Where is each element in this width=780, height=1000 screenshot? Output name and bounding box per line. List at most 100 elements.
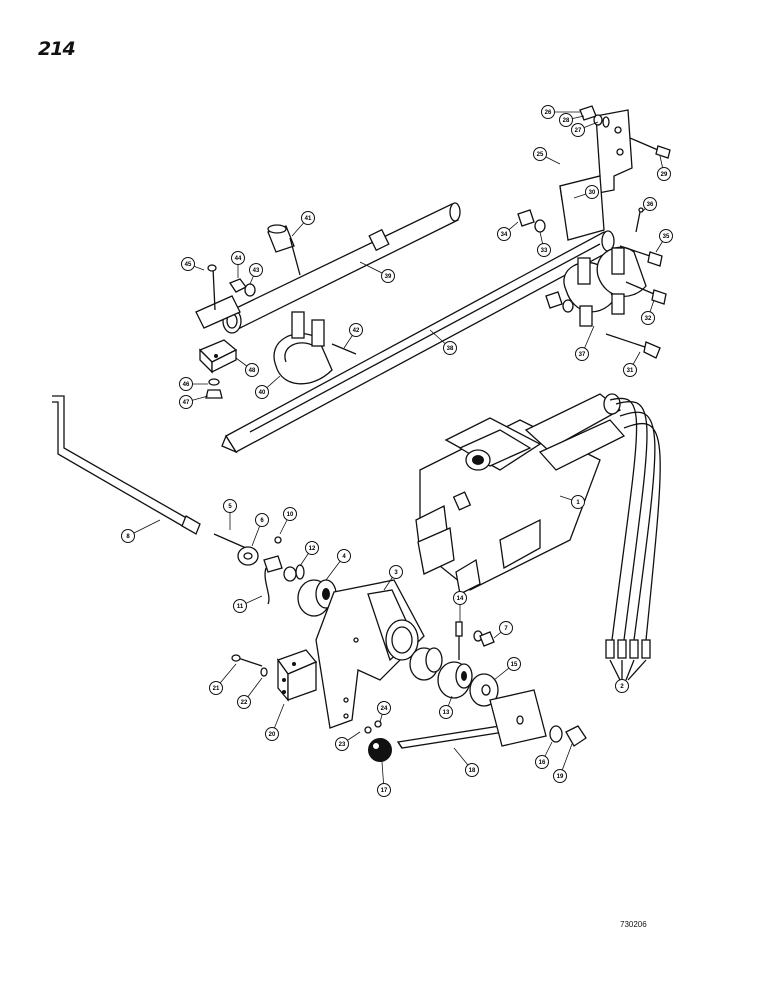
callout-number: 3 [394, 570, 398, 576]
callout-number: 17 [381, 788, 388, 794]
callout-circle [575, 347, 589, 361]
callout-18: 18 [465, 763, 479, 777]
callout-circle [553, 769, 567, 783]
callout-40: 40 [255, 385, 269, 399]
callout-number: 38 [447, 346, 454, 352]
knob-17 [368, 738, 392, 762]
callout-29: 29 [657, 167, 671, 181]
callout-number: 30 [589, 190, 596, 196]
callout-circle [571, 495, 585, 509]
callout-number: 33 [541, 248, 548, 254]
callout-47: 47 [179, 395, 193, 409]
shaft-clamp-40 [273, 311, 357, 385]
callout-circle [657, 167, 671, 181]
callout-circle [283, 507, 297, 521]
callout-number: 47 [183, 400, 190, 406]
callout-number: 40 [259, 390, 266, 396]
callout-number: 6 [260, 518, 264, 524]
callout-number: 23 [339, 742, 346, 748]
callout-34: 34 [497, 227, 511, 241]
callout-circle [659, 229, 673, 243]
callout-circle [465, 763, 479, 777]
callout-circle [305, 541, 319, 555]
callout-7: 7 [499, 621, 513, 635]
callout-6: 6 [255, 513, 269, 527]
callout-circle [237, 695, 251, 709]
callout-circle [337, 549, 351, 563]
callout-number: 31 [627, 368, 634, 374]
rod-hardware [213, 533, 305, 605]
callout-number: 43 [253, 268, 260, 274]
callout-30: 30 [585, 185, 599, 199]
callout-circle [349, 323, 363, 337]
callout-number: 1 [576, 500, 580, 506]
callout-circle [179, 395, 193, 409]
cotter-pin-36 [635, 207, 644, 233]
callout-circle [377, 783, 391, 797]
callout-2: 2 [615, 679, 629, 693]
spacer-4b [409, 647, 443, 681]
callout-circle [335, 737, 349, 751]
callout-number: 4 [342, 554, 346, 560]
callout-37: 37 [575, 347, 589, 361]
nuts-27-28-29 [579, 105, 610, 128]
callout-12: 12 [305, 541, 319, 555]
callout-circle [623, 363, 637, 377]
callout-number: 5 [228, 504, 232, 510]
nut-washer-16-19 [549, 725, 587, 747]
spacer-13 [437, 661, 473, 699]
callout-44: 44 [231, 251, 245, 265]
callout-number: 46 [183, 382, 190, 388]
callout-1: 1 [571, 495, 585, 509]
callout-number: 32 [645, 316, 652, 322]
callout-circle [443, 341, 457, 355]
callout-number: 39 [385, 274, 392, 280]
callout-27: 27 [571, 123, 585, 137]
bolt-14 [455, 621, 463, 660]
washer-15 [469, 673, 499, 707]
callout-circle [255, 513, 269, 527]
callout-circle [223, 499, 237, 513]
control-valve-1 [415, 393, 626, 595]
callout-number: 21 [213, 686, 220, 692]
shaft-mount-plate [195, 264, 241, 329]
callout-number: 34 [501, 232, 508, 238]
callout-circle [571, 123, 585, 137]
callout-circle [499, 621, 513, 635]
detent-block-20 [231, 649, 318, 702]
callout-number: 2 [620, 684, 624, 690]
callout-circle [179, 377, 193, 391]
callout-circle [559, 113, 573, 127]
page-number: 214 [38, 38, 76, 60]
callout-28: 28 [559, 113, 573, 127]
callout-20: 20 [265, 727, 279, 741]
callout-circle [585, 185, 599, 199]
ball-23-24 [364, 720, 382, 734]
callout-number: 48 [249, 368, 256, 374]
lever-bracket-3 [315, 579, 425, 729]
callout-number: 41 [305, 216, 312, 222]
control-rod-8 [52, 395, 201, 535]
callout-16: 16 [535, 755, 549, 769]
callout-number: 16 [539, 760, 546, 766]
callout-leaders [127, 111, 667, 791]
callout-11: 11 [233, 599, 247, 613]
callout-number: 24 [381, 706, 388, 712]
callout-46: 46 [179, 377, 193, 391]
drawing-code: 730206 [620, 920, 647, 929]
callout-number: 18 [469, 768, 476, 774]
callout-circle [615, 679, 629, 693]
callout-15: 15 [507, 657, 521, 671]
callout-10: 10 [283, 507, 297, 521]
callout-circle [641, 311, 655, 325]
callout-42: 42 [349, 323, 363, 337]
hydraulic-lines-2 [605, 397, 661, 681]
callout-35: 35 [659, 229, 673, 243]
callout-circle [537, 243, 551, 257]
callout-number: 22 [241, 700, 248, 706]
callout-circle [249, 263, 263, 277]
callout-number: 26 [545, 110, 552, 116]
callout-48: 48 [245, 363, 259, 377]
callout-17: 17 [377, 783, 391, 797]
